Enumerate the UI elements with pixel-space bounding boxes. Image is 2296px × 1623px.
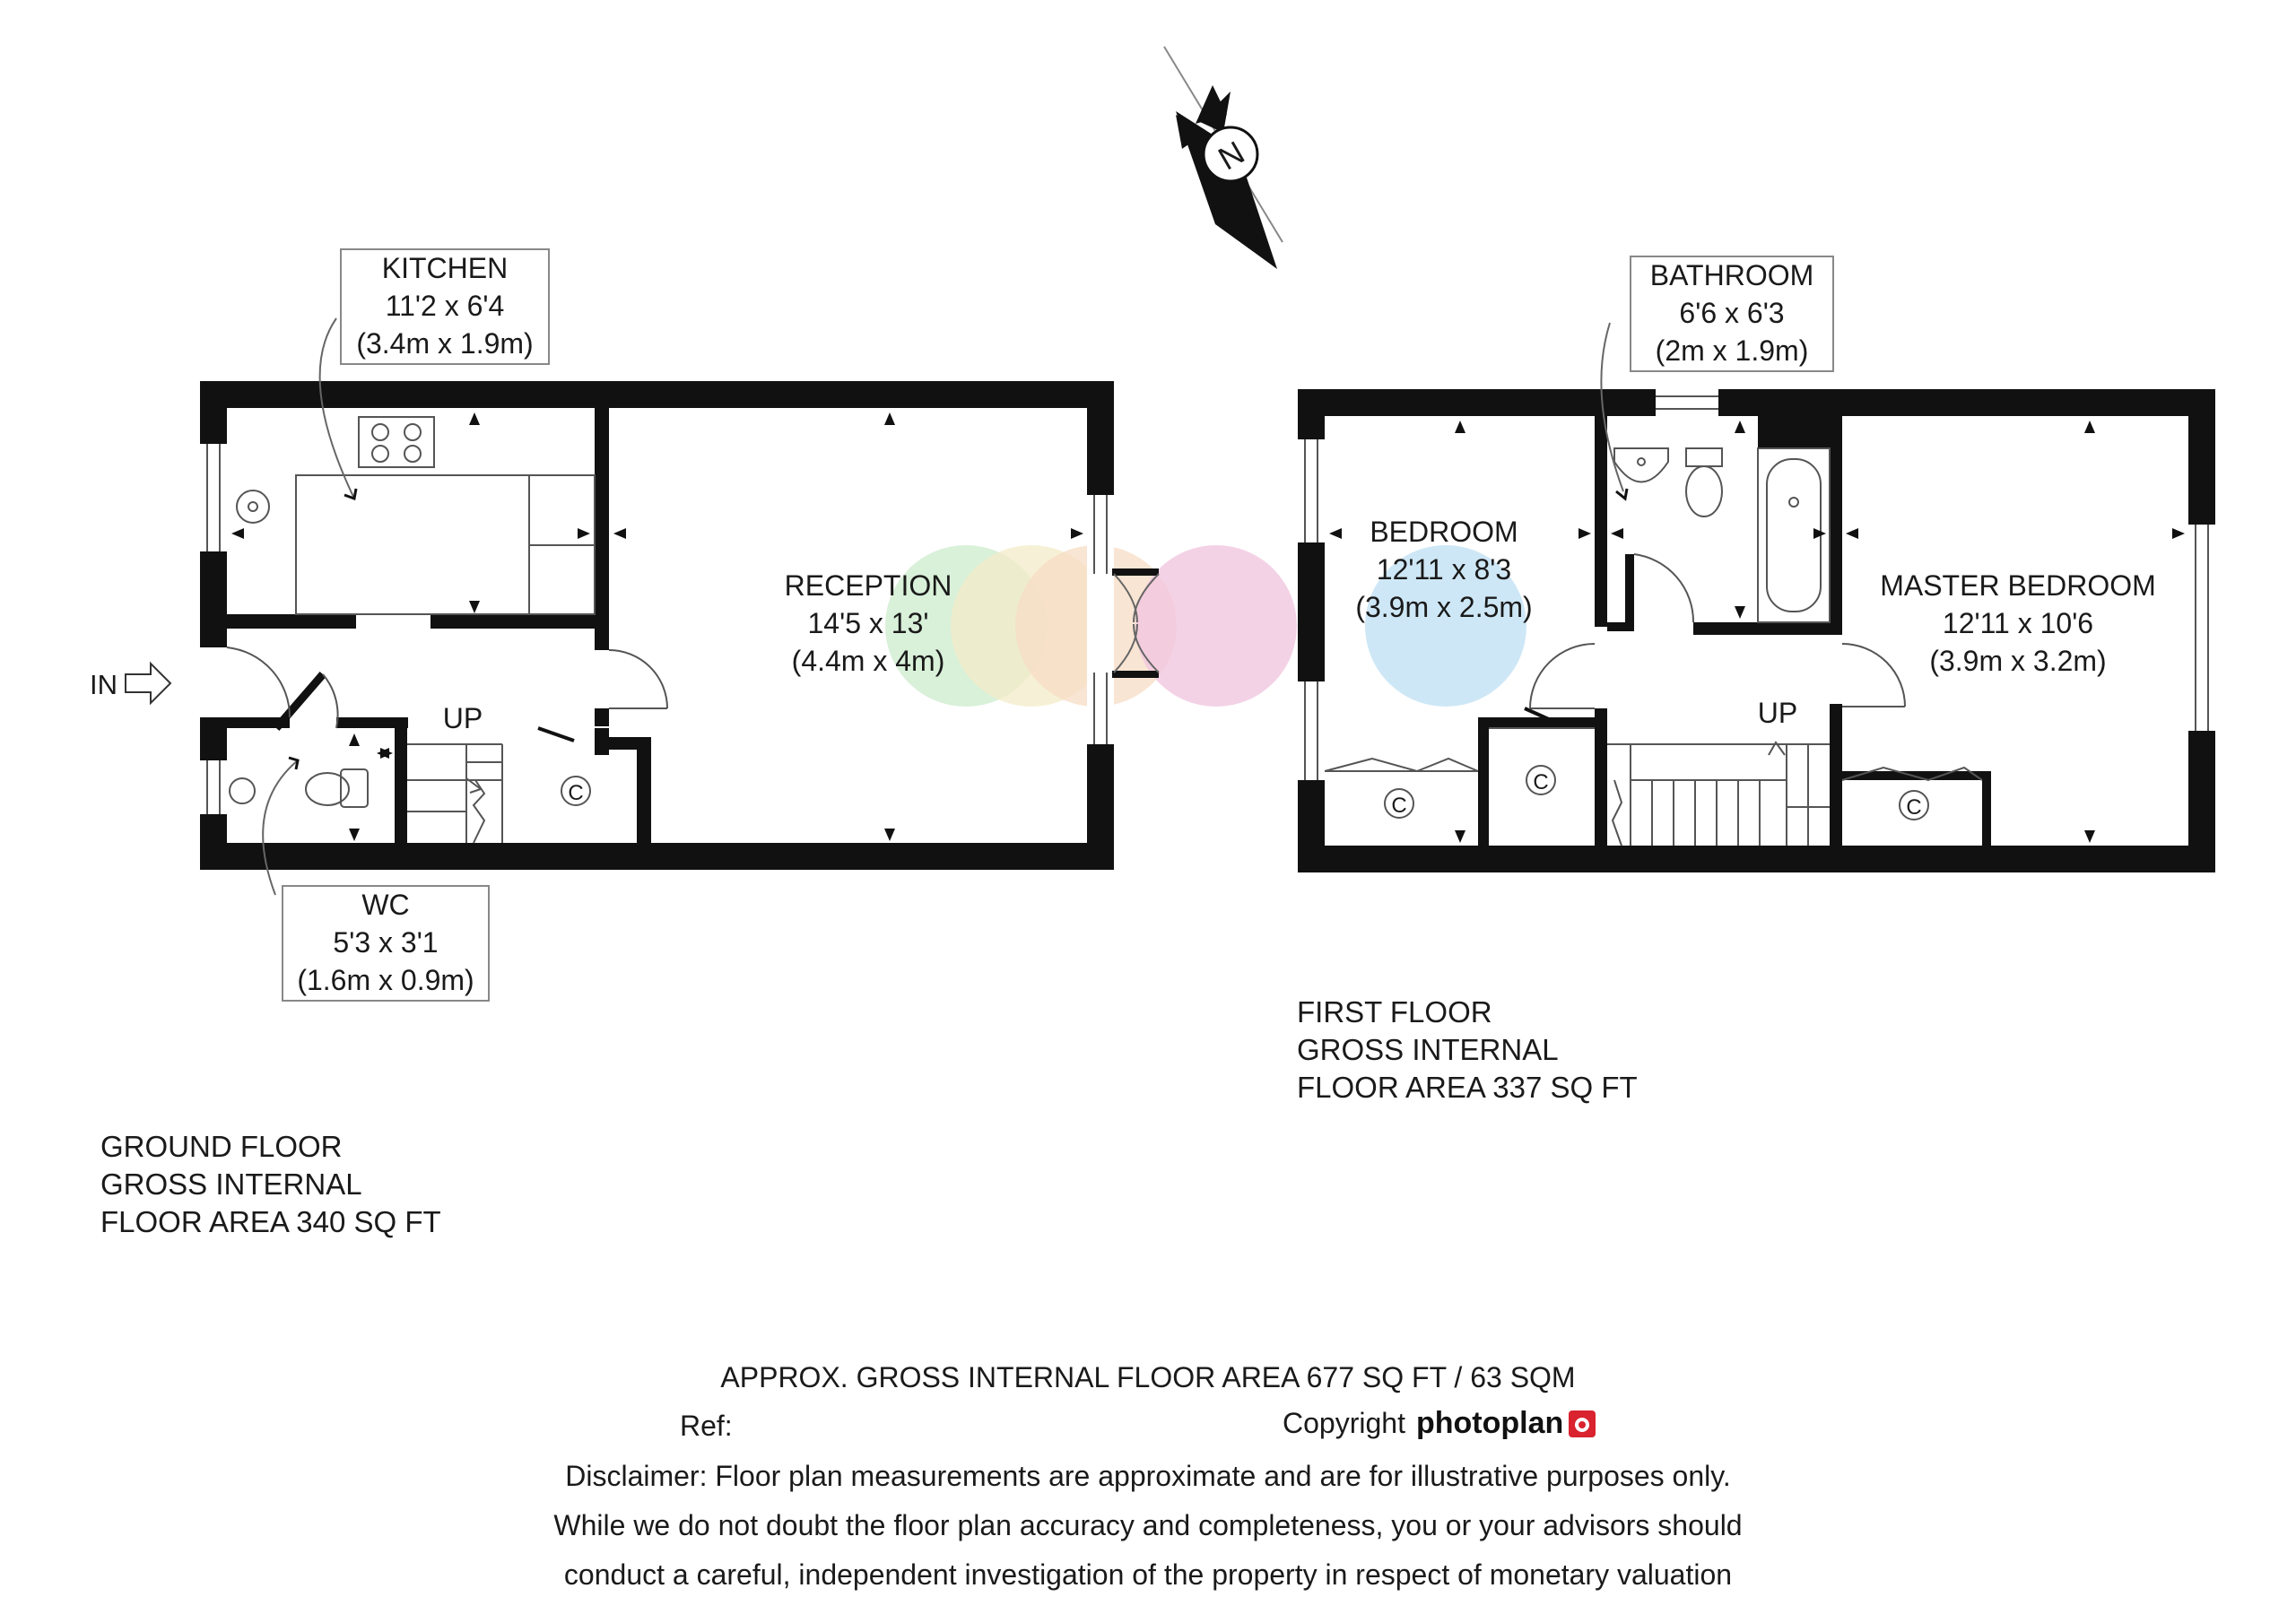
kitchen-name: KITCHEN (382, 252, 508, 284)
first-floor-line3: FLOOR AREA 337 SQ FT (1297, 1071, 1638, 1104)
bedroom-label: BEDROOM 12'11 x 8'3 (3.9m x 2.5m) (1355, 516, 1532, 623)
wc-size-ft: 5'3 x 3'1 (333, 926, 438, 959)
ground-floor-fixtures (226, 317, 668, 896)
entrance-arrow: IN (90, 661, 172, 706)
landing-cupboard-label: C (1533, 770, 1548, 794)
ref-label: Ref: (680, 1410, 733, 1442)
master-bedroom-size-m: (3.9m x 3.2m) (1929, 645, 2106, 677)
brand-plan: plan (1500, 1406, 1564, 1440)
compass-rose: N (1163, 46, 1283, 269)
bedroom-cupboard-label: C (1391, 794, 1406, 818)
disclaimer-line-3: conduct a careful, independent investiga… (563, 1558, 1733, 1591)
copyright-label: Copyright (1283, 1407, 1405, 1439)
first-floor-line1: FIRST FLOOR (1297, 995, 1492, 1028)
master-bedroom-name: MASTER BEDROOM (1880, 569, 2156, 602)
disclaimer-line-2: While we do not doubt the floor plan acc… (553, 1509, 1743, 1541)
reception-label: RECEPTION 14'5 x 13' (4.4m x 4m) (785, 569, 952, 677)
first-floor-line2: GROSS INTERNAL (1297, 1033, 1559, 1066)
reception-size-ft: 14'5 x 13' (808, 607, 929, 639)
ground-stairs-up-label: UP (443, 702, 483, 734)
brand-photo: photo (1415, 1406, 1501, 1440)
ground-floor-area-note: GROUND FLOOR GROSS INTERNAL FLOOR AREA 340… (100, 1128, 441, 1241)
wc-label: WC 5'3 x 3'1 (1.6m x 0.9m) (282, 885, 490, 1002)
bathroom-label: BATHROOM 6'6 x 6'3 (2m x 1.9m) (1630, 256, 1834, 372)
first-floor-area-note: FIRST FLOOR GROSS INTERNAL FLOOR AREA 337 … (1297, 994, 1638, 1107)
entrance-label: IN (90, 669, 117, 700)
copyright-line: Copyright photo plan (1283, 1406, 1596, 1441)
bathroom-size-ft: 6'6 x 6'3 (1679, 297, 1784, 329)
ground-cupboard-label: C (568, 781, 583, 805)
bathroom-name: BATHROOM (1650, 259, 1814, 291)
reception-size-m: (4.4m x 4m) (792, 645, 945, 677)
master-cupboard-label: C (1906, 795, 1921, 820)
total-floor-area: APPROX. GROSS INTERNAL FLOOR AREA 677 SQ… (720, 1361, 1576, 1393)
kitchen-size-ft: 11'2 x 6'4 (386, 290, 505, 322)
first-floor-arrows (1329, 421, 2185, 843)
ground-floor-arrows (231, 412, 1083, 841)
bathroom-size-m: (2m x 1.9m) (1656, 334, 1809, 367)
first-stairs-up-label: UP (1758, 697, 1797, 729)
ground-floor-line1: GROUND FLOOR (100, 1130, 343, 1163)
first-floor-windows (1298, 395, 2215, 780)
bedroom-name: BEDROOM (1370, 516, 1518, 548)
master-bedroom-size-ft: 12'11 x 10'6 (1943, 607, 2093, 639)
bedroom-size-m: (3.9m x 2.5m) (1355, 591, 1532, 623)
kitchen-size-m: (3.4m x 1.9m) (356, 327, 533, 360)
bedroom-size-ft: 12'11 x 8'3 (1377, 553, 1511, 586)
ground-floor-line3: FLOOR AREA 340 SQ FT (100, 1205, 441, 1238)
camera-icon (1569, 1410, 1596, 1437)
ground-floor-line2: GROSS INTERNAL (100, 1167, 362, 1201)
disclaimer-line-1: Disclaimer: Floor plan measurements are … (565, 1460, 1731, 1492)
master-bedroom-label: MASTER BEDROOM 12'11 x 10'6 (3.9m x 3.2m… (1880, 569, 2156, 677)
ground-floor-windows (200, 444, 1160, 814)
first-floor-fixtures (1324, 322, 1983, 846)
wc-name: WC (361, 889, 409, 921)
kitchen-label: KITCHEN 11'2 x 6'4 (3.4m x 1.9m) (340, 248, 550, 365)
reception-name: RECEPTION (785, 569, 952, 602)
wc-size-m: (1.6m x 0.9m) (297, 964, 474, 996)
